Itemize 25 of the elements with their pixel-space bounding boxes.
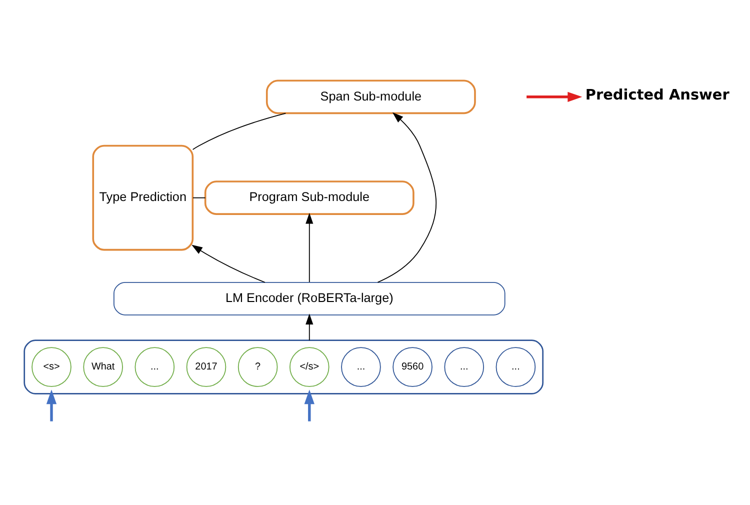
arrow — [192, 244, 266, 282]
connector — [192, 112, 286, 150]
node-circle: ... — [134, 346, 175, 386]
arrow — [46, 389, 57, 421]
node-circle: ... — [444, 346, 484, 386]
node-box: Program Sub-module — [204, 180, 414, 214]
node-box: Type Prediction — [92, 144, 194, 250]
arrow — [526, 91, 582, 102]
node-circle: ... — [341, 346, 381, 386]
arrow — [377, 112, 436, 282]
node-box: LM Encoder (RoBERTa-large) — [113, 281, 506, 315]
node-text: Predicted Answer — [585, 86, 730, 103]
node-box: Span Sub-module — [266, 79, 476, 114]
node-circle: What — [83, 346, 123, 386]
cluster — [24, 339, 544, 394]
node-circle: ? — [238, 346, 278, 386]
arrow — [306, 212, 314, 282]
node-circle: 9560 — [392, 346, 432, 386]
node-circle: <s> — [32, 346, 72, 386]
arrow — [304, 389, 314, 421]
connector — [192, 196, 206, 198]
node-circle: </s> — [289, 346, 330, 386]
node-circle: 2017 — [186, 346, 226, 386]
node-circle: ... — [496, 346, 536, 386]
arrow — [306, 313, 314, 340]
